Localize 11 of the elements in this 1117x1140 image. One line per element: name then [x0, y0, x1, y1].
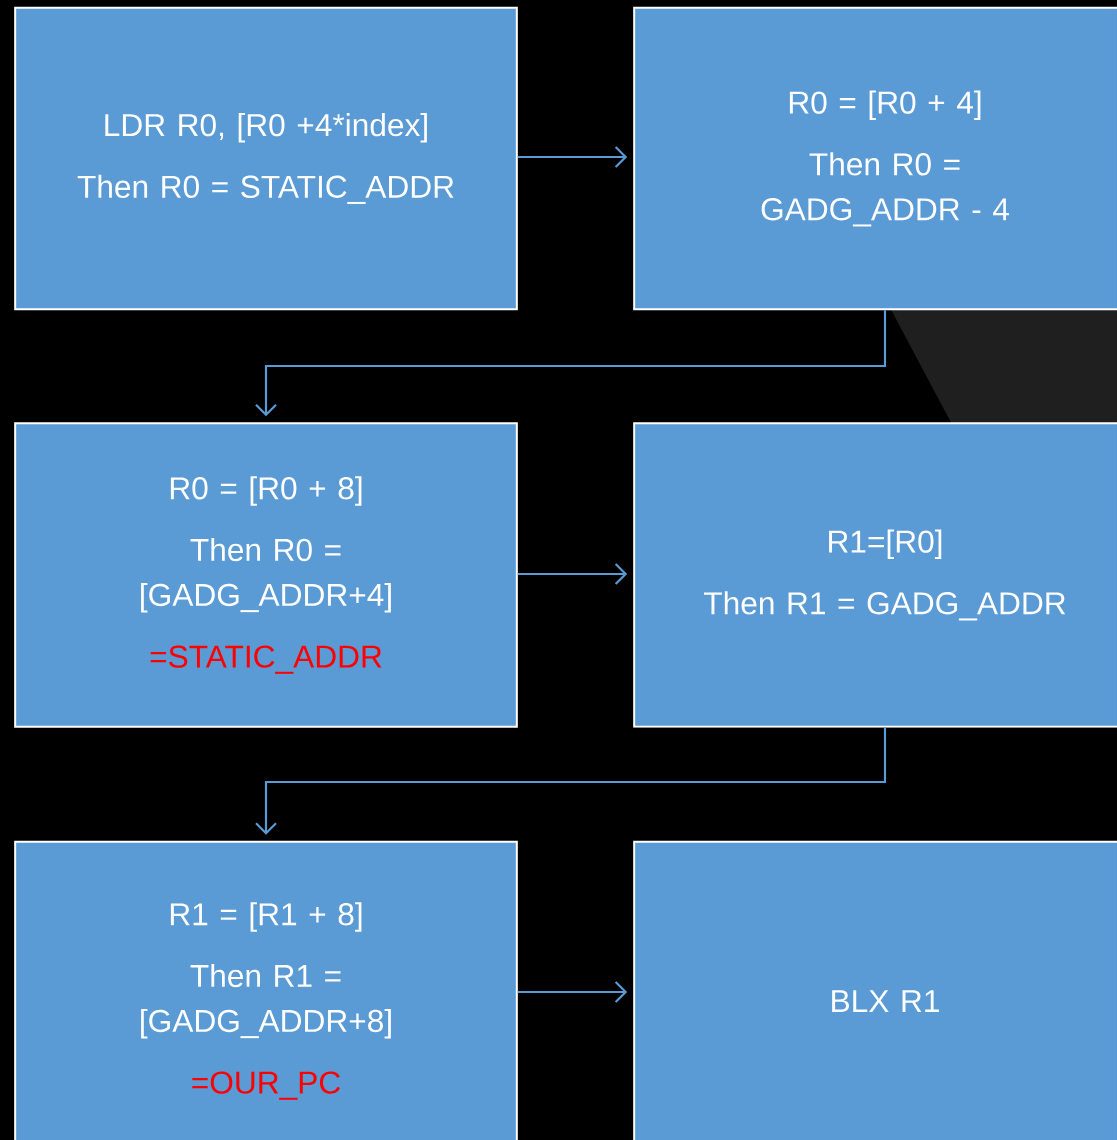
process-box: R0 = [R0 + 8] Then R0 = [GADG_ADDR+4] =STATIC_ADDR: [14, 422, 518, 728]
arrow: [255, 727, 887, 835]
process-box: R1=[R0] Then R1 = GADG_ADDR: [633, 422, 1117, 728]
process-box: R0 = [R0 + 4] Then R0 = GADG_ADDR - 4: [633, 6, 1117, 311]
arrow: [517, 146, 628, 168]
arrow: [255, 310, 887, 417]
process-box: LDR R0, [R0 +4*index] Then R0 = STATIC_ADDR: [14, 6, 518, 311]
process-box: BLX R1: [633, 840, 1117, 1140]
arrow: [517, 981, 628, 1003]
arrow: [517, 563, 628, 585]
process-box: R1 = [R1 + 8] Then R1 = [GADG_ADDR+8] =OUR_PC: [14, 840, 518, 1140]
